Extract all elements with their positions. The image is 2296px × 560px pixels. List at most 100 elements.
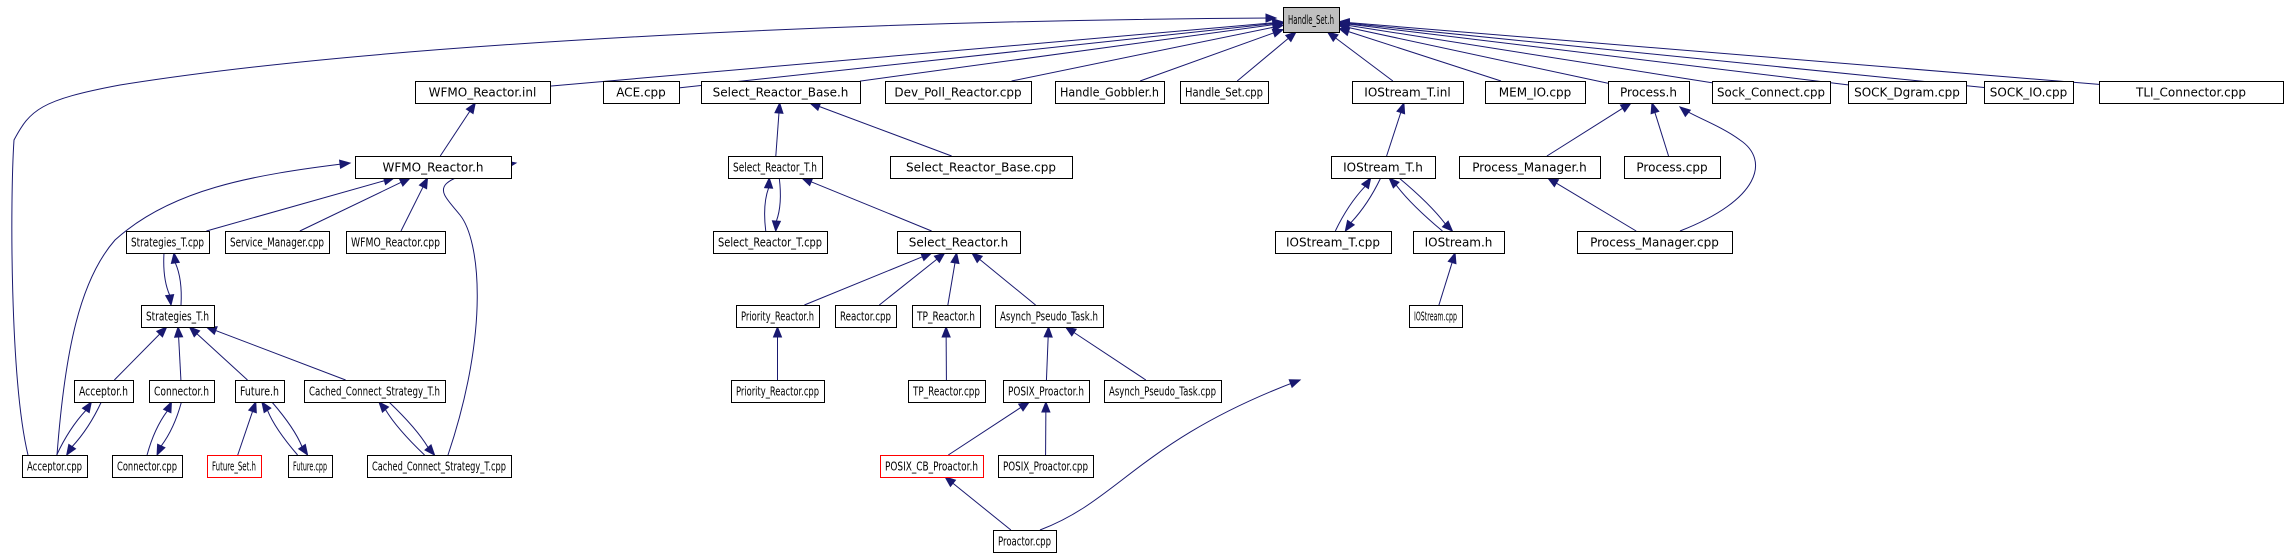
node-iostream-t-inl[interactable]: IOStream_T.inl <box>1352 81 1464 104</box>
edge-line <box>810 181 932 232</box>
node-sock-dgram-cpp[interactable]: SOCK_Dgram.cpp <box>1848 81 1967 104</box>
node-future-set-h[interactable]: Future_Set.h <box>207 455 262 478</box>
node-acceptor-cpp[interactable]: Acceptor.cpp <box>22 455 88 478</box>
node-asynch-pseudo-task-h[interactable]: Asynch_Pseudo_Task.h <box>995 305 1104 328</box>
node-future-cpp[interactable]: Future.cpp <box>288 455 333 478</box>
edge-line <box>1348 23 1849 86</box>
node-tp-reactor-cpp[interactable]: TP_Reactor.cpp <box>908 380 986 403</box>
edge-connector-h-to-connector-cpp <box>156 401 182 457</box>
edge-line <box>400 186 424 232</box>
node-process-manager-cpp[interactable]: Process_Manager.cpp <box>1577 231 1733 254</box>
edge-line <box>979 258 1036 306</box>
edge-line <box>804 256 923 306</box>
edge-dev-poll-reactor-cpp-to-handle-set-h <box>1011 22 1285 82</box>
edge-connector-h-to-strategies-t-h <box>173 325 184 381</box>
edge-line <box>160 401 182 447</box>
edge-posix-proactor-h-to-asynch-pseudo-task-h <box>1043 325 1053 381</box>
node-box <box>912 305 981 328</box>
node-handle-set-cpp[interactable]: Handle_Set.cpp <box>1180 81 1269 104</box>
node-proactor-cpp[interactable]: Proactor.cpp <box>993 530 1057 553</box>
node-strategies-t-h[interactable]: Strategies_T.h <box>141 305 215 328</box>
arrowhead-icon <box>1271 28 1285 38</box>
node-posix-proactor-cpp[interactable]: POSIX_Proactor.cpp <box>998 455 1094 478</box>
edges-layer <box>11 13 2100 531</box>
node-box <box>1712 81 1831 104</box>
node-strategies-t-cpp[interactable]: Strategies_T.cpp <box>126 231 210 254</box>
node-future-h[interactable]: Future.h <box>235 380 285 403</box>
edge-line <box>113 333 160 381</box>
node-iostream-t-h[interactable]: IOStream_T.h <box>1331 156 1436 179</box>
node-box <box>74 380 134 403</box>
arrowhead-icon <box>1619 102 1633 113</box>
node-wfmo-reactor-h[interactable]: WFMO_Reactor.h <box>355 156 512 179</box>
node-label: Cached_Connect_Strategy_T.cpp <box>372 460 506 474</box>
node-select-reactor-base-h[interactable]: Select_Reactor_Base.h <box>701 81 861 104</box>
edge-select-reactor-t-h-to-select-reactor-t-cpp <box>771 177 782 233</box>
node-priority-reactor-h[interactable]: Priority_Reactor.h <box>736 305 820 328</box>
node-sock-connect-cpp[interactable]: Sock_Connect.cpp <box>1712 81 1831 104</box>
node-label: Select_Reactor.h <box>909 236 1008 250</box>
node-connector-h[interactable]: Connector.h <box>149 380 215 403</box>
node-handle-set-h[interactable]: Handle_Set.h <box>1283 7 1340 33</box>
node-asynch-pseudo-task-cpp[interactable]: Asynch_Pseudo_Task.cpp <box>1104 380 1222 403</box>
node-dev-poll-reactor-cpp[interactable]: Dev_Poll_Reactor.cpp <box>885 81 1032 104</box>
node-process-cpp[interactable]: Process.cpp <box>1624 156 1721 179</box>
edge-line <box>237 411 254 456</box>
node-label: Strategies_T.cpp <box>131 236 204 250</box>
edge-line <box>1334 185 1366 232</box>
node-box <box>890 156 1073 179</box>
edge-select-reactor-t-h-to-select-reactor-base-h <box>774 101 784 157</box>
edge-line <box>859 24 1274 82</box>
node-select-reactor-t-h[interactable]: Select_Reactor_T.h <box>728 156 823 179</box>
edge-line <box>1398 177 1446 225</box>
node-process-h[interactable]: Process.h <box>1608 81 1690 104</box>
node-box <box>1352 81 1464 104</box>
edge-line <box>1348 31 1502 82</box>
node-connector-cpp[interactable]: Connector.cpp <box>112 455 183 478</box>
node-cached-connect-strategy-t-cpp[interactable]: Cached_Connect_Strategy_T.cpp <box>367 455 512 478</box>
node-posix-proactor-h[interactable]: POSIX_Proactor.h <box>1003 380 1090 403</box>
arrowhead-icon <box>1265 13 1278 23</box>
arrowhead-icon <box>763 176 774 189</box>
node-label: Priority_Reactor.cpp <box>736 385 819 399</box>
arrowhead-icon <box>65 443 77 457</box>
edge-future-h-to-future-cpp <box>271 401 309 457</box>
node-posix-cb-proactor-h[interactable]: POSIX_CB_Proactor.h <box>880 455 984 478</box>
node-select-reactor-base-cpp[interactable]: Select_Reactor_Base.cpp <box>890 156 1073 179</box>
node-sock-io-cpp[interactable]: SOCK_IO.cpp <box>1984 81 2074 104</box>
node-label: Future.cpp <box>293 460 327 474</box>
node-label: Proactor.cpp <box>998 535 1051 549</box>
node-ace-cpp[interactable]: ACE.cpp <box>603 81 680 104</box>
node-box <box>897 231 1021 254</box>
edge-select-reactor-base-cpp-to-select-reactor-base-h <box>808 102 952 157</box>
node-iostream-cpp[interactable]: IOStream.cpp <box>1409 305 1463 328</box>
edge-handle-gobbler-h-to-handle-set-h <box>1139 28 1285 82</box>
arrowhead-icon <box>398 177 412 187</box>
node-box <box>1104 380 1222 403</box>
node-tp-reactor-h[interactable]: TP_Reactor.h <box>912 305 981 328</box>
node-label: Future_Set.h <box>212 460 256 474</box>
edge-line <box>385 409 425 456</box>
node-select-reactor-t-cpp[interactable]: Select_Reactor_T.cpp <box>713 231 828 254</box>
arrowhead-icon <box>378 400 390 414</box>
node-label: Cached_Connect_Strategy_T.h <box>309 385 440 399</box>
node-box <box>235 380 285 403</box>
node-cached-connect-strategy-t-h[interactable]: Cached_Connect_Strategy_T.h <box>304 380 446 403</box>
node-service-manager-cpp[interactable]: Service_Manager.cpp <box>225 231 330 254</box>
node-reactor-cpp[interactable]: Reactor.cpp <box>835 305 897 328</box>
edge-line <box>1348 27 1609 84</box>
node-select-reactor-h[interactable]: Select_Reactor.h <box>897 231 1021 254</box>
node-priority-reactor-cpp[interactable]: Priority_Reactor.cpp <box>731 380 825 403</box>
node-process-manager-h[interactable]: Process_Manager.h <box>1459 156 1601 179</box>
node-wfmo-reactor-cpp[interactable]: WFMO_Reactor.cpp <box>346 231 446 254</box>
node-wfmo-reactor-inl[interactable]: WFMO_Reactor.inl <box>415 81 551 104</box>
edge-line <box>819 106 952 157</box>
node-iostream-t-cpp[interactable]: IOStream_T.cpp <box>1275 231 1392 254</box>
node-tli-connector-cpp[interactable]: TLI_Connector.cpp <box>2099 81 2284 104</box>
edge-connector-cpp-to-connector-h <box>146 400 173 456</box>
node-iostream-h[interactable]: IOStream.h <box>1413 231 1505 254</box>
node-handle-gobbler-h[interactable]: Handle_Gobbler.h <box>1055 81 1165 104</box>
node-box <box>304 380 446 403</box>
node-mem-io-cpp[interactable]: MEM_IO.cpp <box>1485 81 1586 104</box>
node-acceptor-h[interactable]: Acceptor.h <box>74 380 134 403</box>
